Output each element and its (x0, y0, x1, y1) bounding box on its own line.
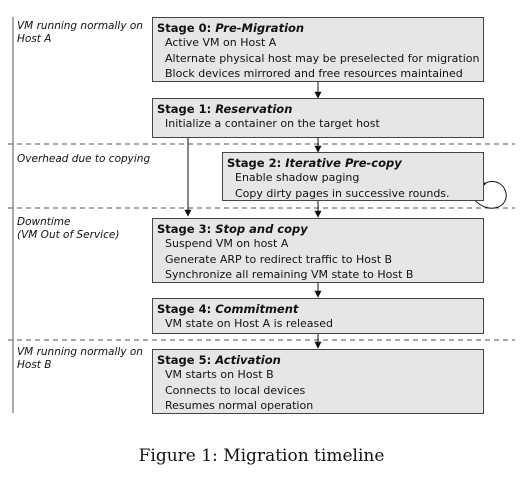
stage-0-box: Stage 0: Pre-Migration Active VM on Host… (152, 17, 484, 82)
stage-3-line: Generate ARP to redirect traffic to Host… (165, 252, 393, 266)
stage-5-line: Resumes normal operation (165, 399, 314, 412)
stage-1-line: Initialize a container on the target hos… (165, 117, 380, 130)
phase-label-host-a: VM running normally on Host A (17, 20, 143, 45)
stage-5-label: Stage 5: (157, 353, 212, 367)
stage-0-name: Pre-Migration (215, 21, 305, 35)
stage-1-label: Stage 1: (157, 102, 212, 116)
loop-arrow (471, 180, 507, 209)
stage-3-name: Stop and copy (215, 222, 308, 236)
stage-0-title: Stage 0: Pre-Migration (157, 21, 483, 35)
stage-3-title: Stage 3: Stop and copy (157, 222, 483, 236)
stage-2-name: Iterative Pre-copy (285, 156, 402, 170)
stage-4-box: Stage 4: Commitment VM state on Host A i… (152, 298, 484, 334)
stage-4-name: Commitment (215, 302, 299, 316)
stage-2-label: Stage 2: (227, 156, 282, 170)
stage-5-title: Stage 5: Activation (157, 353, 483, 367)
stage-2-title: Stage 2: Iterative Pre-copy (227, 156, 483, 170)
stage-3-box: Stage 3: Stop and copy Suspend VM on hos… (152, 218, 484, 283)
stage-4-label: Stage 4: (157, 302, 212, 316)
stage-0-label: Stage 0: (157, 21, 212, 35)
stage-2-line: Copy dirty pages in successive rounds. (235, 186, 450, 200)
stage-5-line: Connects to local devices (165, 383, 306, 397)
stage-0-line: Alternate physical host may be preselect… (165, 51, 480, 65)
stage-2-box: Stage 2: Iterative Pre-copy Enable shado… (222, 152, 484, 201)
stage-1-box: Stage 1: Reservation Initialize a contai… (152, 98, 484, 138)
stage-3-line: Synchronize all remaining VM state to Ho… (165, 268, 414, 281)
stage-1-name: Reservation (215, 102, 293, 116)
stage-0-line: Active VM on Host A (165, 36, 277, 49)
phase-label-downtime: Downtime (VM Out of Service) (17, 216, 120, 241)
stage-0-line: Block devices mirrored and free resource… (165, 67, 463, 80)
phase-label-host-b: VM running normally on Host B (17, 346, 143, 371)
stage-3-label: Stage 3: (157, 222, 212, 236)
stage-5-box: Stage 5: Activation VM starts on Host B … (152, 349, 484, 414)
stage-5-line: VM starts on Host B (165, 368, 274, 381)
stage-2-line: Enable shadow paging (235, 171, 360, 184)
stage-5-name: Activation (215, 353, 281, 367)
stage-4-title: Stage 4: Commitment (157, 302, 483, 316)
stage-4-line: VM state on Host A is released (165, 317, 334, 330)
figure-caption: Figure 1: Migration timeline (138, 446, 385, 466)
stage-1-title: Stage 1: Reservation (157, 102, 483, 116)
phase-label-overhead: Overhead due to copying (17, 153, 151, 165)
stage-3-line: Suspend VM on host A (165, 237, 289, 250)
